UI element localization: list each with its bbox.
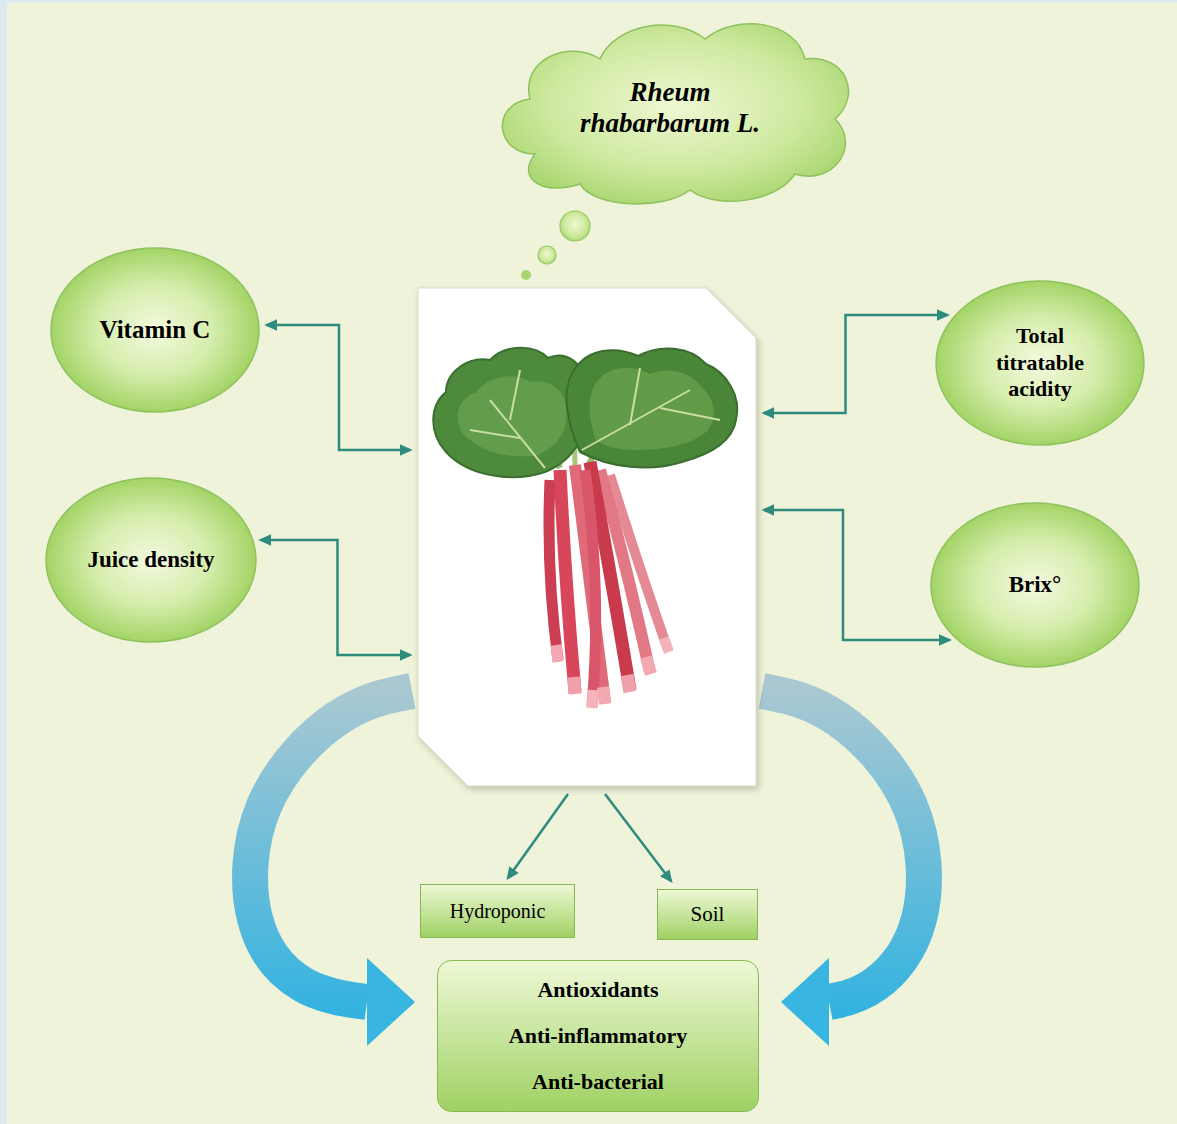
- plant-picture-card: [418, 288, 756, 786]
- thought-bubble: [560, 211, 590, 241]
- node-label: Anti-inflammatory: [509, 1013, 687, 1059]
- node-label: Antioxidants: [537, 967, 658, 1013]
- connector-line: [261, 540, 410, 655]
- property-ellipse: Brix°: [930, 502, 1140, 668]
- arrow-band: [250, 691, 412, 1002]
- thought-bubble: [538, 246, 556, 264]
- node-label: Soil: [691, 902, 725, 927]
- node-label: Juice density: [87, 546, 214, 574]
- arrow-band: [762, 691, 924, 1002]
- arrow-head: [781, 958, 829, 1046]
- curved-arrow: [762, 691, 924, 1046]
- thought-bubble: [521, 270, 531, 280]
- title-cloud: Rheum rhabarbarum L.: [475, 4, 865, 212]
- double-arrow-connector: [764, 315, 947, 413]
- connector-line: [605, 794, 671, 881]
- method-box: Hydroponic: [420, 884, 575, 938]
- node-label: Total titratable acidity: [978, 323, 1103, 403]
- node-label: Hydroponic: [450, 899, 546, 923]
- node-label: Vitamin C: [100, 315, 211, 345]
- activity-box: AntioxidantsAnti-inflammatoryAnti-bacter…: [437, 960, 759, 1112]
- connector-line: [267, 325, 410, 450]
- double-arrow-connector: [267, 325, 410, 450]
- connector-line: [764, 510, 949, 640]
- double-arrow-connector: [508, 794, 568, 878]
- node-label: Anti-bacterial: [532, 1059, 664, 1105]
- property-ellipse: Vitamin C: [50, 247, 260, 413]
- property-ellipse: Juice density: [45, 477, 257, 643]
- method-box: Soil: [657, 889, 758, 940]
- connector-line: [508, 794, 568, 878]
- double-arrow-connector: [764, 510, 949, 640]
- node-label: Brix°: [1009, 571, 1062, 599]
- plant-picture-card-outline: [418, 288, 756, 786]
- connector-line: [764, 315, 947, 413]
- arrow-head: [367, 958, 415, 1046]
- double-arrow-connector: [261, 540, 410, 655]
- double-arrow-connector: [605, 794, 671, 881]
- curved-arrow: [250, 691, 415, 1046]
- node-label: Rheum rhabarbarum L.: [563, 77, 778, 139]
- thought-bubbles: [521, 211, 590, 280]
- property-ellipse: Total titratable acidity: [935, 280, 1145, 446]
